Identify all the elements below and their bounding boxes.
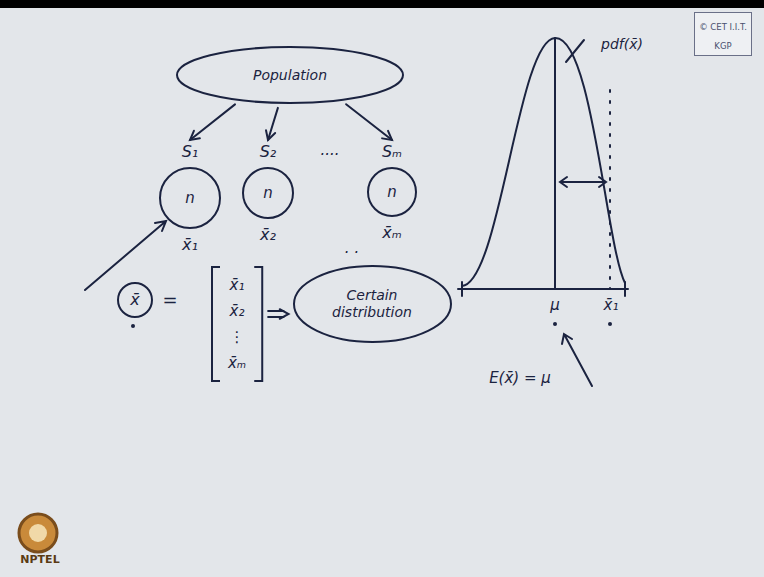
vector-entry: x̄ₘ (228, 354, 246, 372)
mean-symbol: x̄ (130, 290, 139, 309)
logo-core (29, 524, 47, 542)
node-vec: x̄₁ x̄₂ ⋮ x̄ₘ (210, 266, 264, 382)
sample-name: S₂ (260, 142, 277, 161)
leader-line (566, 40, 584, 62)
top-bar (0, 0, 764, 8)
normal-curve-figure (85, 38, 628, 386)
mean-line (554, 38, 556, 289)
annotation: . . (345, 239, 359, 257)
connector (268, 309, 288, 319)
pointer-arrow (562, 334, 592, 386)
ellipse-shape (177, 47, 403, 103)
sample-circle: n (367, 167, 417, 217)
node-ellipse: Certain distribution (292, 264, 453, 344)
dot (608, 322, 612, 326)
arrow-head (190, 131, 200, 140)
annotation: x̄₁ (604, 296, 619, 314)
sample-mean: x̄₂ (260, 225, 276, 244)
pdf-curve (462, 38, 625, 286)
sample-size: n (387, 183, 397, 201)
ellipse-shape (294, 266, 451, 342)
sample-size: n (263, 184, 273, 202)
annotation: μ (550, 296, 560, 314)
sample-mean: x̄ₘ (382, 223, 401, 242)
node-label: Population (253, 67, 327, 84)
arrow-head (280, 309, 289, 319)
node-small: x̄ (117, 282, 153, 318)
sample-circle: n (159, 167, 221, 229)
arrow-head (382, 131, 392, 140)
connector (266, 108, 278, 140)
sample-name: Sₘ (382, 142, 402, 161)
vector-entry: ⋮ (229, 328, 244, 346)
node-label: Certain distribution (322, 287, 422, 321)
deviation-arrow (560, 177, 606, 187)
vector-entry: x̄₂ (230, 302, 245, 320)
node-box: © CET I.I.T. KGP (694, 12, 752, 56)
axis-tick (462, 282, 625, 296)
arrow-head (266, 130, 275, 140)
node-circ: Sₘ n x̄ₘ (367, 142, 417, 242)
connector (190, 104, 235, 140)
nptel-logo (19, 514, 57, 552)
annotation: pdf(x̄) (601, 36, 643, 53)
vector-entry: x̄₁ (230, 276, 245, 294)
implies-line (268, 311, 283, 317)
annotation: E(x̄) = μ (489, 369, 551, 387)
node-circ: S₁ n x̄₁ (159, 142, 221, 254)
annotation: .... (320, 141, 339, 159)
dot (131, 324, 135, 328)
sample-name: S₁ (182, 142, 199, 161)
annotation: = (162, 289, 177, 311)
x-axis (458, 288, 628, 290)
bracket-line (212, 267, 262, 381)
sample-mean-line (609, 90, 611, 289)
dots (131, 322, 612, 328)
pointer-arrow (85, 221, 166, 290)
connector-line (190, 104, 235, 140)
sample-mean: x̄₁ (182, 235, 198, 254)
connector (346, 104, 392, 140)
sample-circle: n (242, 167, 294, 219)
logo-ring (19, 514, 57, 552)
node-ellipse: Population (175, 45, 405, 105)
node-circ: S₂ n x̄₂ (242, 142, 294, 244)
logo-text: NPTEL (20, 553, 59, 566)
connector-line (346, 104, 392, 140)
copyright-text: © CET I.I.T. KGP (699, 22, 747, 51)
sample-size: n (185, 189, 195, 207)
dot (553, 322, 557, 326)
